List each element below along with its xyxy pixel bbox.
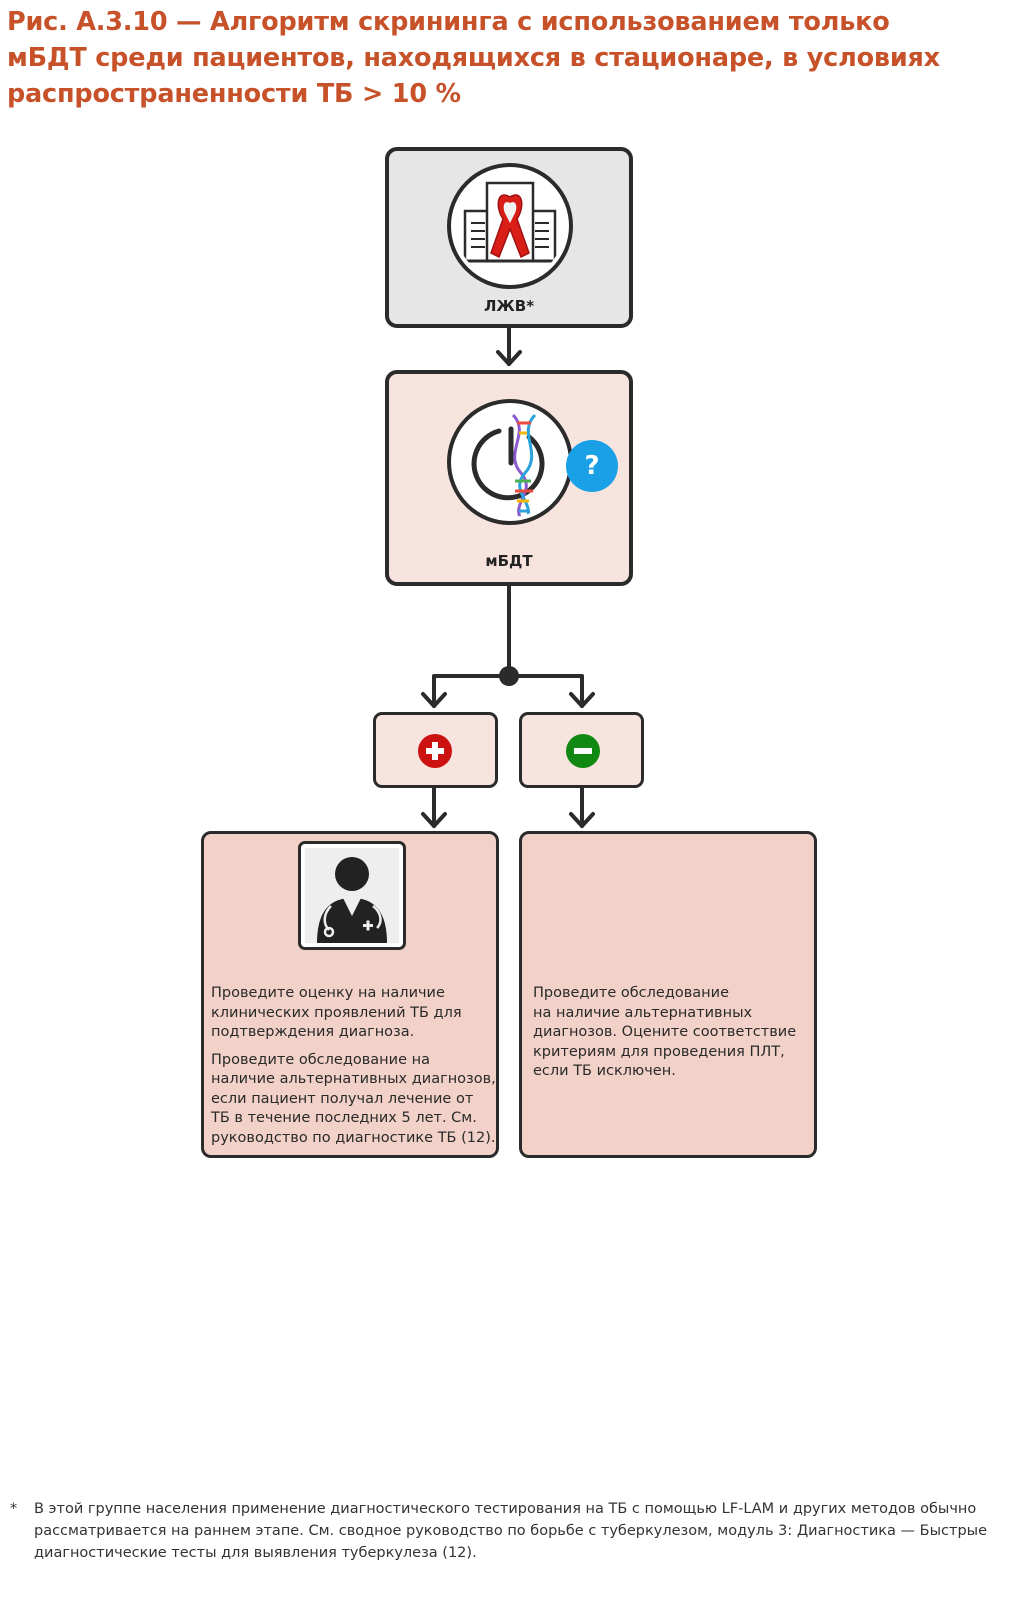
text-line: клинических проявлений ТБ для — [211, 1004, 462, 1021]
figure-title-line: мБДТ среди пациентов, находящихся в стац… — [7, 43, 940, 73]
doctor-icon — [298, 841, 406, 950]
plhiv-node: ЛЖВ* — [385, 147, 633, 328]
arrowhead — [496, 350, 522, 366]
text-line: на наличие альтернативных — [533, 1004, 753, 1021]
negative-node — [519, 712, 644, 788]
test-label: мБДТ — [485, 552, 533, 570]
arrowhead — [569, 692, 595, 708]
negative-result-text: Проведите обследование на наличие альтер… — [533, 984, 813, 1090]
question-badge: ? — [566, 440, 618, 492]
text-line: если ТБ исключен. — [533, 1063, 676, 1079]
positive-node — [373, 712, 498, 788]
test-node: ? мБДТ — [385, 370, 633, 586]
paragraph-alternative-diagnoses: Проведите обследование на наличие альтер… — [211, 1051, 496, 1149]
paragraph-clinical-assessment: Проведите оценку на наличие клинических … — [211, 984, 496, 1043]
text-line: руководство по диагностике ТБ (12). — [211, 1129, 496, 1146]
hospital-red-ribbon-icon — [447, 163, 573, 289]
figure-title: Рис. А.3.10 — Алгоритм скрининга с испол… — [7, 4, 1007, 112]
text-line: Проведите обследование на — [211, 1051, 430, 1068]
arrowhead — [421, 812, 447, 828]
figure-title-line: распространенности ТБ > 10 % — [7, 79, 461, 109]
positive-result-box: Проведите оценку на наличие клинических … — [201, 831, 499, 1158]
paragraph-alternative-diagnoses: Проведите обследование на наличие альтер… — [533, 984, 813, 1082]
text-line: подтверждения диагноза. — [211, 1024, 415, 1040]
text-line: критериям для проведения ПЛТ, — [533, 1043, 785, 1060]
arrowhead — [421, 692, 447, 708]
plhiv-label: ЛЖВ* — [483, 297, 535, 315]
text-line: Проведите обследование — [533, 985, 729, 1001]
text-line: ТБ в течение последних 5 лет. См. — [211, 1110, 477, 1126]
footnote: * В этой группе населения применение диа… — [10, 1498, 1010, 1564]
footnote-line: рассматривается на раннем этапе. См. сво… — [34, 1523, 988, 1539]
text-line: наличие альтернативных диагнозов, — [211, 1071, 496, 1087]
text-line: если пациент получал лечение от — [211, 1090, 474, 1107]
footnote-line: диагностические тесты для выявления тубе… — [34, 1545, 477, 1561]
figure-title-line: Рис. А.3.10 — Алгоритм скрининга с испол… — [7, 7, 890, 37]
footnote-text: В этой группе населения применение диагн… — [34, 1498, 1010, 1564]
footnote-marker: * — [10, 1501, 18, 1517]
plus-icon — [418, 734, 452, 768]
positive-result-text: Проведите оценку на наличие клинических … — [211, 984, 496, 1156]
negative-result-box: Проведите обследование на наличие альтер… — [519, 831, 817, 1158]
arrowhead — [569, 812, 595, 828]
text-line: диагнозов. Оцените соответствие — [533, 1024, 797, 1040]
text-line: Проведите оценку на наличие — [211, 985, 445, 1001]
footnote-line: В этой группе населения применение диагн… — [34, 1501, 977, 1517]
minus-icon — [566, 734, 600, 768]
dna-test-icon — [447, 399, 573, 525]
branch-junction-dot — [499, 666, 519, 686]
